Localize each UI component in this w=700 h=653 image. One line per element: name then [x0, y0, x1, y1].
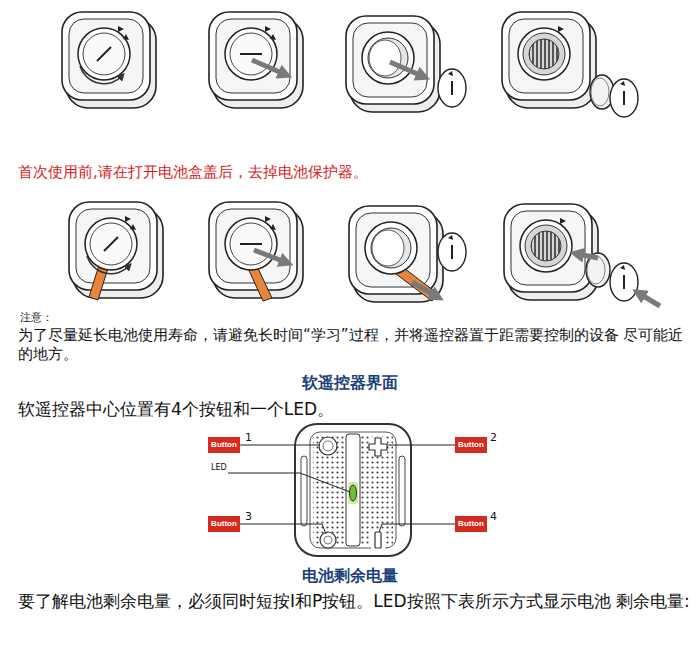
button-p-bg: [371, 530, 385, 550]
rotate-arrow: [80, 66, 122, 84]
leader-line: [240, 524, 326, 534]
cover-opening: [362, 32, 414, 84]
center-bar: [346, 434, 360, 546]
button-tag: Button: [208, 437, 240, 453]
pull-arrow: [390, 62, 422, 76]
leader-line: [388, 445, 455, 446]
device: [69, 202, 163, 298]
grille-left: [313, 436, 345, 544]
body-text: 软遥控器中心位置有4个按钮和一个LED。: [18, 399, 688, 420]
step-row-1: [62, 12, 638, 117]
remote-face: [295, 424, 411, 556]
coin-slot: [240, 53, 262, 55]
callout-number: 3: [245, 510, 257, 523]
cover-removed: [438, 233, 466, 271]
rotate-arrow: [87, 256, 129, 274]
callout-number: 4: [490, 510, 502, 523]
callout-number: 2: [490, 431, 502, 444]
note-text: 为了尽量延长电池使用寿命，请避免长时间“学习”过程，并将遥控器置于距需要控制的设…: [18, 326, 686, 364]
tag-text: Button: [455, 516, 487, 532]
led: [350, 485, 357, 501]
compartment-open: [518, 26, 570, 80]
cover-returned: [610, 263, 638, 301]
step-row-2: [69, 202, 660, 306]
callout-number: 1: [245, 431, 257, 444]
side-rail: [301, 456, 307, 526]
leader-lines: [228, 445, 455, 534]
device: [209, 12, 303, 108]
section-heading: 软遥控器界面: [0, 373, 700, 393]
leader-line: [379, 524, 455, 532]
compartment-open: [520, 218, 572, 272]
button-i: [319, 437, 337, 455]
coin-slot: [104, 237, 118, 251]
button-plus-bg: [369, 437, 387, 455]
led-glow: [348, 482, 358, 504]
leader-line: [228, 473, 350, 492]
button-i-center: [323, 441, 333, 451]
push-arrow: [640, 294, 660, 306]
button-o-center: [324, 536, 332, 544]
warning-text: 首次使用前,请在打开电池盒盖后，去掉电池保护器。: [18, 163, 688, 182]
button-plus: [369, 438, 387, 456]
grille-right: [361, 436, 393, 544]
button-p: [375, 532, 381, 548]
device: [346, 16, 440, 112]
coin-slot: [97, 47, 111, 61]
tag-text: Button: [208, 437, 240, 453]
tag-text: Button: [455, 437, 487, 453]
device: [62, 12, 156, 108]
cover-closed: [85, 216, 137, 270]
side-rail: [399, 456, 405, 526]
section-heading: 电池剩余电量: [0, 566, 700, 586]
leader-line: [240, 445, 320, 446]
button-tag: Button: [208, 516, 240, 532]
part-label: LED: [211, 463, 241, 473]
cover-opening: [365, 222, 417, 274]
cover-closed: [225, 216, 277, 270]
device: [504, 204, 598, 300]
remote-shell: [295, 424, 411, 556]
push-arrow: [578, 254, 598, 258]
button-tag: Button: [455, 437, 487, 453]
note-heading: 注意：: [20, 311, 120, 324]
cover-closed: [78, 26, 130, 80]
tag-text: Button: [208, 516, 240, 532]
button-o: [320, 532, 336, 548]
pull-arrow: [254, 250, 285, 262]
coin-slot: [240, 243, 262, 245]
button-tag: Button: [455, 516, 487, 532]
body-text: 要了解电池剩余电量，必须同时短按I和P按钮。LED按照下表所示方式显示电池 剩余…: [18, 590, 690, 612]
device: [502, 12, 596, 108]
device: [349, 206, 443, 302]
pull-arrow: [252, 60, 284, 74]
pull-arrow: [412, 282, 436, 296]
cover-removed: [438, 69, 466, 107]
cover-removed: [610, 79, 638, 117]
cover-closed: [225, 26, 277, 80]
